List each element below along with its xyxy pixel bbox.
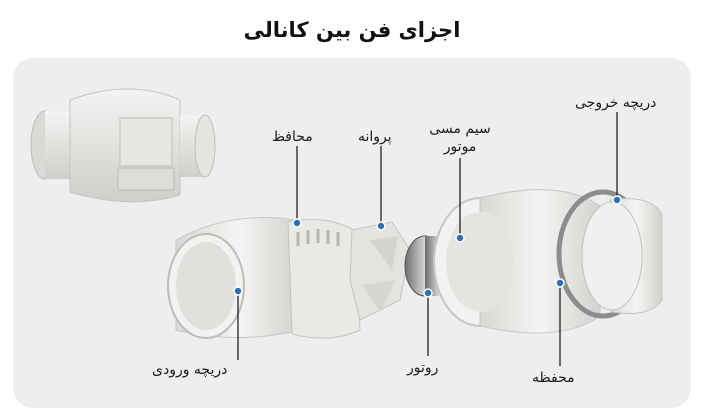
label-rotor: روتور <box>407 360 439 376</box>
label-guard: محافظ <box>272 129 313 145</box>
label-winding: سیم مسی موتور <box>420 120 500 156</box>
guard-part <box>287 219 361 339</box>
label-winding-line2: موتور <box>443 139 477 155</box>
label-inlet: دریچه ورودی <box>152 362 228 378</box>
inlet-part <box>167 217 301 339</box>
leader-lines <box>237 112 618 366</box>
label-housing: محفظه <box>532 370 575 386</box>
impeller-part <box>349 221 411 321</box>
assembled-fan-image <box>30 88 216 203</box>
label-impeller: پروانه <box>358 129 392 145</box>
housing-part <box>433 189 601 334</box>
label-winding-line1: سیم مسی <box>429 121 491 137</box>
outlet-part <box>556 189 663 319</box>
indicator-dots <box>233 195 622 298</box>
label-outlet: دریچه خروجی <box>575 95 657 111</box>
diagram-title: اجزای فن بین کانالی <box>243 18 461 42</box>
